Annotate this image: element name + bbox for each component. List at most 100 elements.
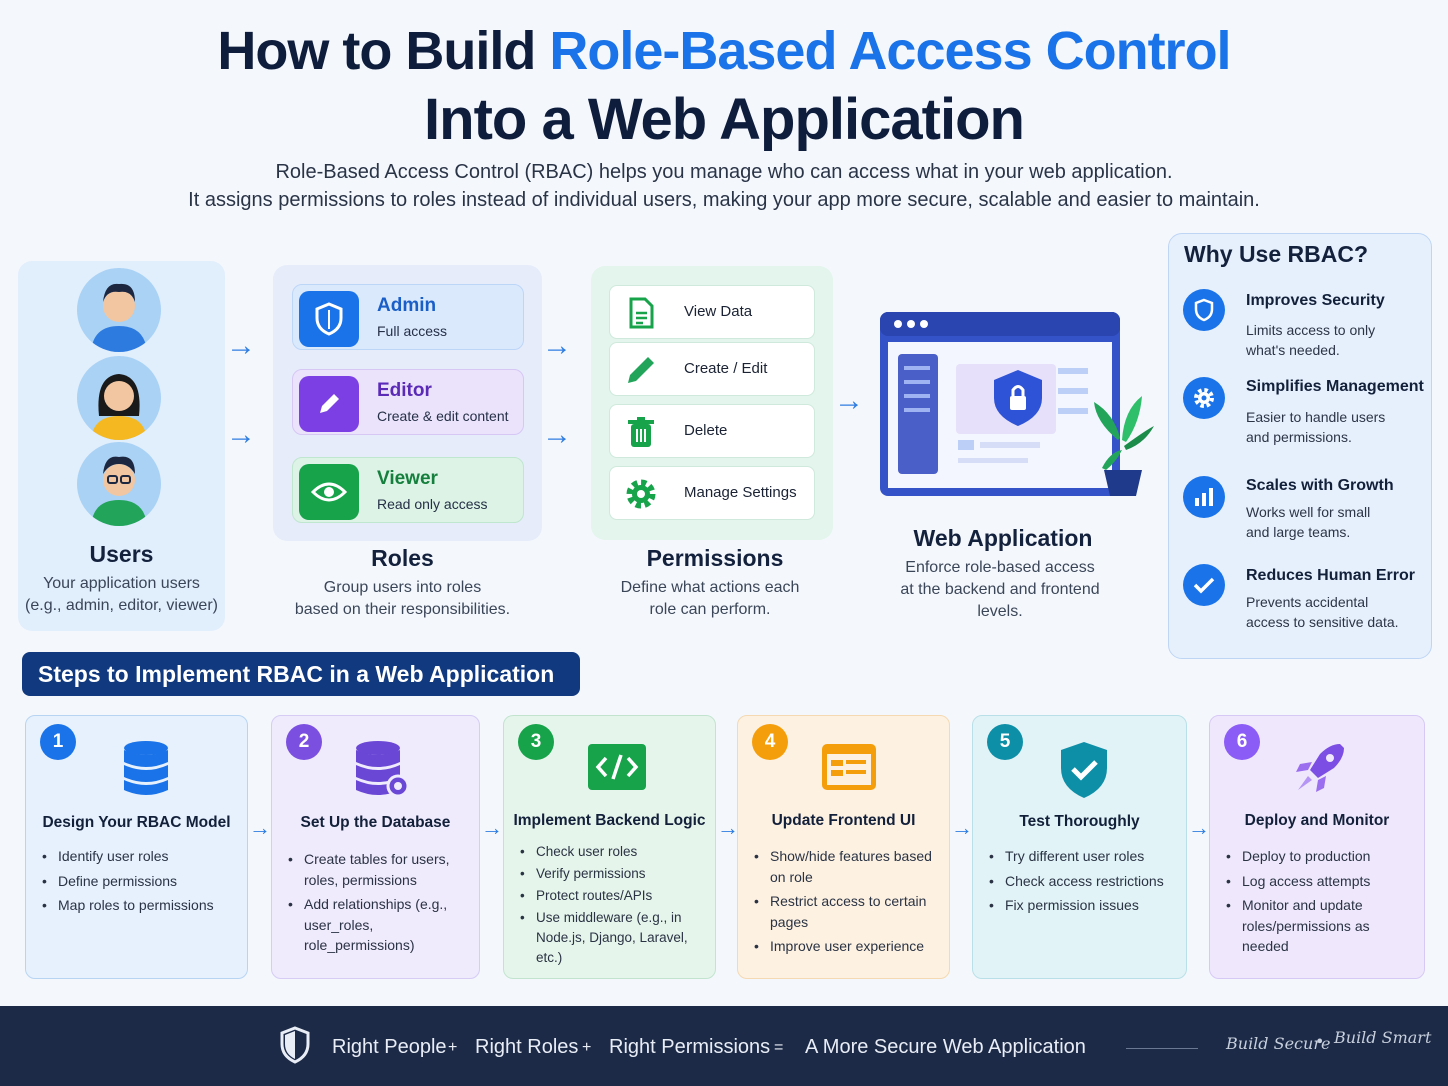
- why-desc-line1: Prevents accidental: [1246, 594, 1369, 610]
- step-title: Implement Backend Logic: [513, 812, 706, 829]
- arrow-icon: →: [249, 815, 271, 840]
- arrow-icon: →: [717, 815, 739, 840]
- step-list-item: Verify permissions: [520, 864, 710, 884]
- step-list-item: Try different user roles: [989, 846, 1179, 867]
- code-icon: [588, 744, 646, 790]
- arrow-icon: →: [1188, 815, 1210, 840]
- footer-tag-build-smart: Build Smart: [1334, 1028, 1432, 1047]
- users-title: Users: [89, 541, 154, 567]
- why-heading: Simplifies Management: [1246, 378, 1424, 395]
- footer-tag-build-secure: Build Secure: [1226, 1034, 1331, 1053]
- role-card-viewer: Viewer Read only access: [292, 457, 524, 523]
- step-title: Test Thoroughly: [1019, 813, 1140, 830]
- why-desc-line2: and permissions.: [1246, 429, 1352, 445]
- step-list: Create tables for users, roles, permissi…: [288, 849, 466, 960]
- step-list-item: Define permissions: [42, 871, 242, 892]
- footer-divider: [1126, 1048, 1198, 1049]
- user-avatar-viewer: [77, 442, 161, 526]
- user-avatar-editor: [77, 356, 161, 440]
- arrow-icon: →: [951, 815, 973, 840]
- footer-plus: +: [582, 1039, 592, 1056]
- roles-desc-line1: Group users into roles: [323, 579, 482, 596]
- webapp-desc-line3: levels.: [977, 603, 1023, 620]
- footer-bar: Right People + Right Roles + Right Permi…: [0, 1006, 1448, 1086]
- webapp-desc-line2: at the backend and frontend: [900, 581, 1100, 598]
- footer-equals: =: [774, 1039, 784, 1056]
- footer-right-people: Right People: [332, 1036, 447, 1058]
- arrow-icon: →: [226, 418, 256, 451]
- permissions-desc-line2: role can perform.: [649, 601, 771, 618]
- bar-chart-icon: [1183, 476, 1225, 518]
- role-name: Editor: [377, 380, 432, 401]
- subtitle-line2: It assigns permissions to roles instead …: [188, 189, 1260, 211]
- role-card-admin: Admin Full access: [292, 284, 524, 350]
- trash-icon: [628, 417, 654, 447]
- shield-icon: [280, 1026, 310, 1064]
- step-title: Set Up the Database: [300, 814, 451, 831]
- why-desc-line1: Limits access to only: [1246, 322, 1376, 338]
- page-title-line1: How to Build Role-Based Access Control: [0, 20, 1448, 82]
- role-desc: Read only access: [377, 496, 488, 512]
- footer-right-permissions: Right Permissions: [609, 1036, 771, 1058]
- role-desc: Full access: [377, 323, 448, 339]
- permission-label: Delete: [684, 422, 728, 439]
- step-list: Try different user roles Check access re…: [989, 846, 1179, 920]
- steps-banner: Steps to Implement RBAC in a Web Applica…: [22, 652, 580, 696]
- arrow-icon: →: [542, 418, 572, 451]
- step-list-item: Use middleware (e.g., in Node.js, Django…: [520, 908, 710, 968]
- steps-banner-title: Steps to Implement RBAC in a Web Applica…: [38, 661, 555, 687]
- step-list: Deploy to production Log access attempts…: [1226, 846, 1416, 961]
- permission-label: Create / Edit: [684, 360, 768, 377]
- step-list-item: Add relationships (e.g., user_roles, rol…: [288, 894, 466, 956]
- webapp-title: Web Application: [913, 525, 1093, 551]
- subtitle-line1: Role-Based Access Control (RBAC) helps y…: [275, 161, 1173, 183]
- step-list-item: Check user roles: [520, 842, 710, 862]
- web-app-illustration: [878, 310, 1158, 500]
- permissions-title: Permissions: [646, 545, 784, 571]
- shield-check-icon: [1061, 742, 1107, 798]
- why-desc-line2: and large teams.: [1246, 524, 1351, 540]
- step-number: 6: [1224, 724, 1260, 760]
- arrow-icon: →: [226, 329, 256, 362]
- why-desc-line2: what's needed.: [1246, 342, 1340, 358]
- step-card-3: 3 Implement Backend Logic Check user rol…: [503, 715, 716, 979]
- step-number: 5: [987, 724, 1023, 760]
- pencil-icon: [628, 357, 654, 383]
- pencil-icon: [299, 376, 359, 432]
- step-card-1: 1 Design Your RBAC Model Identify user r…: [25, 715, 248, 979]
- step-title: Design Your RBAC Model: [42, 814, 231, 831]
- permissions-desc-line1: Define what actions each: [620, 579, 800, 596]
- role-desc: Create & edit content: [377, 408, 509, 424]
- webapp-desc-line1: Enforce role-based access: [905, 559, 1095, 576]
- why-rbac-title: Why Use RBAC?: [1184, 241, 1369, 267]
- eye-icon: [299, 464, 359, 520]
- document-icon: [629, 297, 654, 329]
- roles-desc-line2: based on their responsibilities.: [294, 601, 511, 618]
- step-list-item: Fix permission issues: [989, 895, 1179, 916]
- step-list-item: Deploy to production: [1226, 846, 1416, 867]
- check-icon: [1183, 564, 1225, 606]
- role-card-editor: Editor Create & edit content: [292, 369, 524, 435]
- why-desc-line1: Works well for small: [1246, 504, 1371, 520]
- footer-result: A More Secure Web Application: [805, 1036, 1086, 1058]
- footer-tag-dot: •: [1315, 1032, 1325, 1051]
- step-list-item: Create tables for users, roles, permissi…: [288, 849, 466, 890]
- step-list: Check user roles Verify permissions Prot…: [520, 842, 710, 970]
- permission-view-data: View Data: [609, 285, 815, 339]
- step-list-item: Show/hide features based on role: [754, 846, 934, 887]
- arrow-icon: →: [834, 384, 864, 417]
- step-number: 2: [286, 724, 322, 760]
- why-heading: Reduces Human Error: [1246, 567, 1415, 584]
- step-list: Show/hide features based on role Restric…: [754, 846, 934, 961]
- gear-icon: [626, 479, 656, 509]
- title-highlight: Role-Based Access Control: [549, 21, 1231, 81]
- users-desc-line1: Your application users: [43, 575, 200, 592]
- step-list-item: Protect routes/APIs: [520, 886, 710, 906]
- step-card-5: 5 Test Thoroughly Try different user rol…: [972, 715, 1187, 979]
- browser-window-icon: [822, 744, 876, 790]
- permission-create-edit: Create / Edit: [609, 342, 815, 396]
- shield-icon: [299, 291, 359, 347]
- step-list-item: Restrict access to certain pages: [754, 891, 934, 932]
- roles-title: Roles: [371, 545, 434, 571]
- step-list-item: Check access restrictions: [989, 871, 1179, 892]
